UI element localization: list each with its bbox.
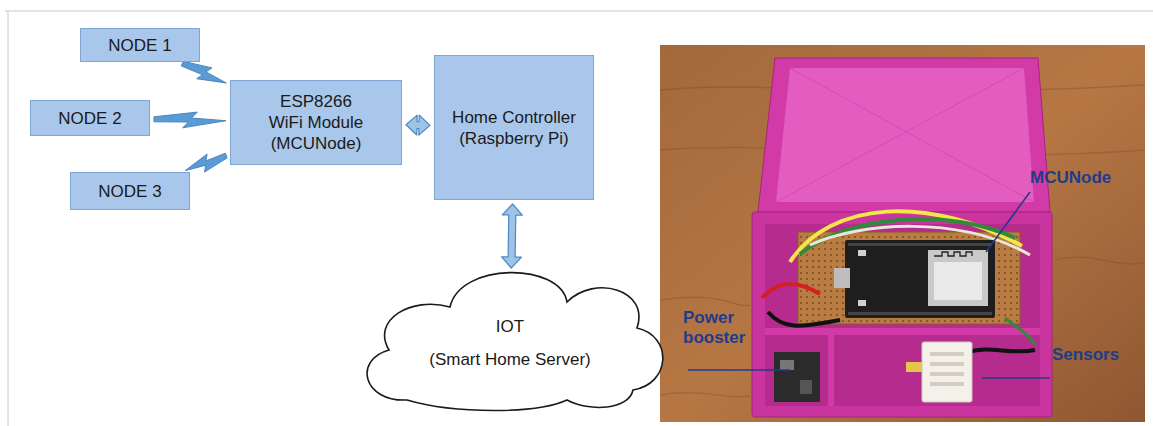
box-base-part xyxy=(765,328,1040,335)
frame-line-part xyxy=(5,11,1153,12)
circuit-board-part xyxy=(858,300,866,306)
box-base xyxy=(752,212,1052,417)
node-box: NODE 3 xyxy=(70,172,190,210)
circuit-board-part xyxy=(934,262,982,300)
wireless-bolt xyxy=(154,112,226,128)
box-lid-part xyxy=(790,68,1034,202)
box-base-part xyxy=(752,212,1052,417)
node-box: NODE 2 xyxy=(30,100,150,136)
node-text: NODE 3 xyxy=(98,181,161,202)
part-label: Power booster xyxy=(683,308,763,348)
frame-line-part xyxy=(8,11,9,426)
wood-table-part xyxy=(660,297,750,306)
node-text: ESP8266 WiFi Module (MCUNode) xyxy=(266,91,366,154)
leader-line-part xyxy=(986,192,1030,252)
part-label: MCUNode xyxy=(1030,168,1111,188)
sensor-part xyxy=(922,342,972,402)
node-text: NODE 1 xyxy=(108,35,171,56)
sensor-part xyxy=(930,362,964,366)
wires-part xyxy=(1005,318,1035,345)
box-lid-part xyxy=(758,58,1050,212)
wireless-bolt xyxy=(181,61,226,83)
power-booster-board-part xyxy=(774,352,820,402)
node-text: IOT xyxy=(496,316,524,337)
wood-table xyxy=(660,45,1145,422)
circuit-board-part xyxy=(928,250,988,306)
circuit-board-part xyxy=(834,268,850,288)
wires-part xyxy=(810,226,1030,255)
wood-table-part xyxy=(1055,257,1145,264)
frame-line xyxy=(5,11,1153,426)
part-label: Sensors xyxy=(1052,345,1119,365)
circuit-board-part xyxy=(934,252,972,256)
wireless-bolt xyxy=(185,153,227,172)
sensor-part xyxy=(930,382,964,386)
circuit-board xyxy=(798,232,1020,324)
power-booster-board xyxy=(774,352,820,402)
box-base-part xyxy=(828,335,834,406)
sensor xyxy=(906,342,972,402)
sensor-part xyxy=(930,372,964,376)
wifi-module-box: ESP8266 WiFi Module (MCUNode) xyxy=(230,80,402,165)
wood-table-part xyxy=(660,45,1145,422)
wires-part xyxy=(768,312,840,326)
sensor-part xyxy=(906,362,922,372)
box-lid-part xyxy=(776,68,1034,202)
circuit-board-part xyxy=(798,232,1020,324)
circuit-board-part xyxy=(858,250,866,256)
sensor-part xyxy=(930,352,964,356)
leader-line-part xyxy=(688,369,790,371)
wires-part xyxy=(762,284,820,298)
node-text: Home Controller (Raspberry Pi) xyxy=(443,107,585,149)
cloud-server: IOT (Smart Home Server) xyxy=(345,262,675,412)
node-text: (Smart Home Server) xyxy=(429,349,591,370)
circuit-board-part xyxy=(845,240,995,318)
power-booster-board-part xyxy=(800,380,812,394)
wood-table-part xyxy=(660,393,750,397)
wires xyxy=(762,211,1035,352)
leader-line xyxy=(688,192,1050,378)
cloud-outline-path xyxy=(367,273,663,411)
controller-box: Home Controller (Raspberry Pi) xyxy=(434,55,594,200)
circuit-board-part xyxy=(848,312,992,315)
double-arrow xyxy=(502,204,523,268)
leader-line-part xyxy=(982,377,1050,379)
box-lid xyxy=(758,58,1050,212)
double-arrow xyxy=(406,115,430,135)
cloud-outline xyxy=(345,262,675,412)
wires-part xyxy=(968,349,1035,352)
node-text: NODE 2 xyxy=(58,108,121,129)
node-box: NODE 1 xyxy=(80,28,200,62)
power-booster-board-part xyxy=(780,360,794,370)
circuit-board-part xyxy=(848,243,992,246)
box-lid-part xyxy=(776,68,1024,202)
